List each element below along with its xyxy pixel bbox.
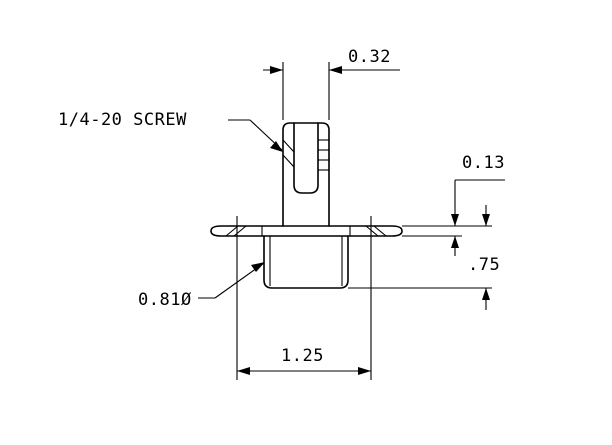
dimension-body-height: .75 (348, 205, 500, 310)
screw-callout-label: 1/4-20 SCREW (58, 110, 187, 130)
screw-stud (282, 122, 330, 227)
dimension-flange-diameter: 1.25 (236, 216, 372, 380)
body-cylinder (263, 235, 349, 289)
dimension-body-diameter: 0.81Ø (138, 262, 265, 310)
flange-thickness-label: 0.13 (462, 153, 505, 173)
screw-callout: 1/4-20 SCREW (58, 110, 283, 152)
body-diameter-label: 0.81Ø (138, 290, 192, 310)
body-height-label: .75 (468, 255, 500, 275)
flange-diameter-label: 1.25 (281, 346, 324, 366)
dimension-screw-width: 0.32 (263, 47, 400, 120)
dimension-flange-thickness: 0.13 (402, 153, 505, 256)
screw-width-label: 0.32 (348, 47, 391, 67)
flange (210, 225, 403, 237)
